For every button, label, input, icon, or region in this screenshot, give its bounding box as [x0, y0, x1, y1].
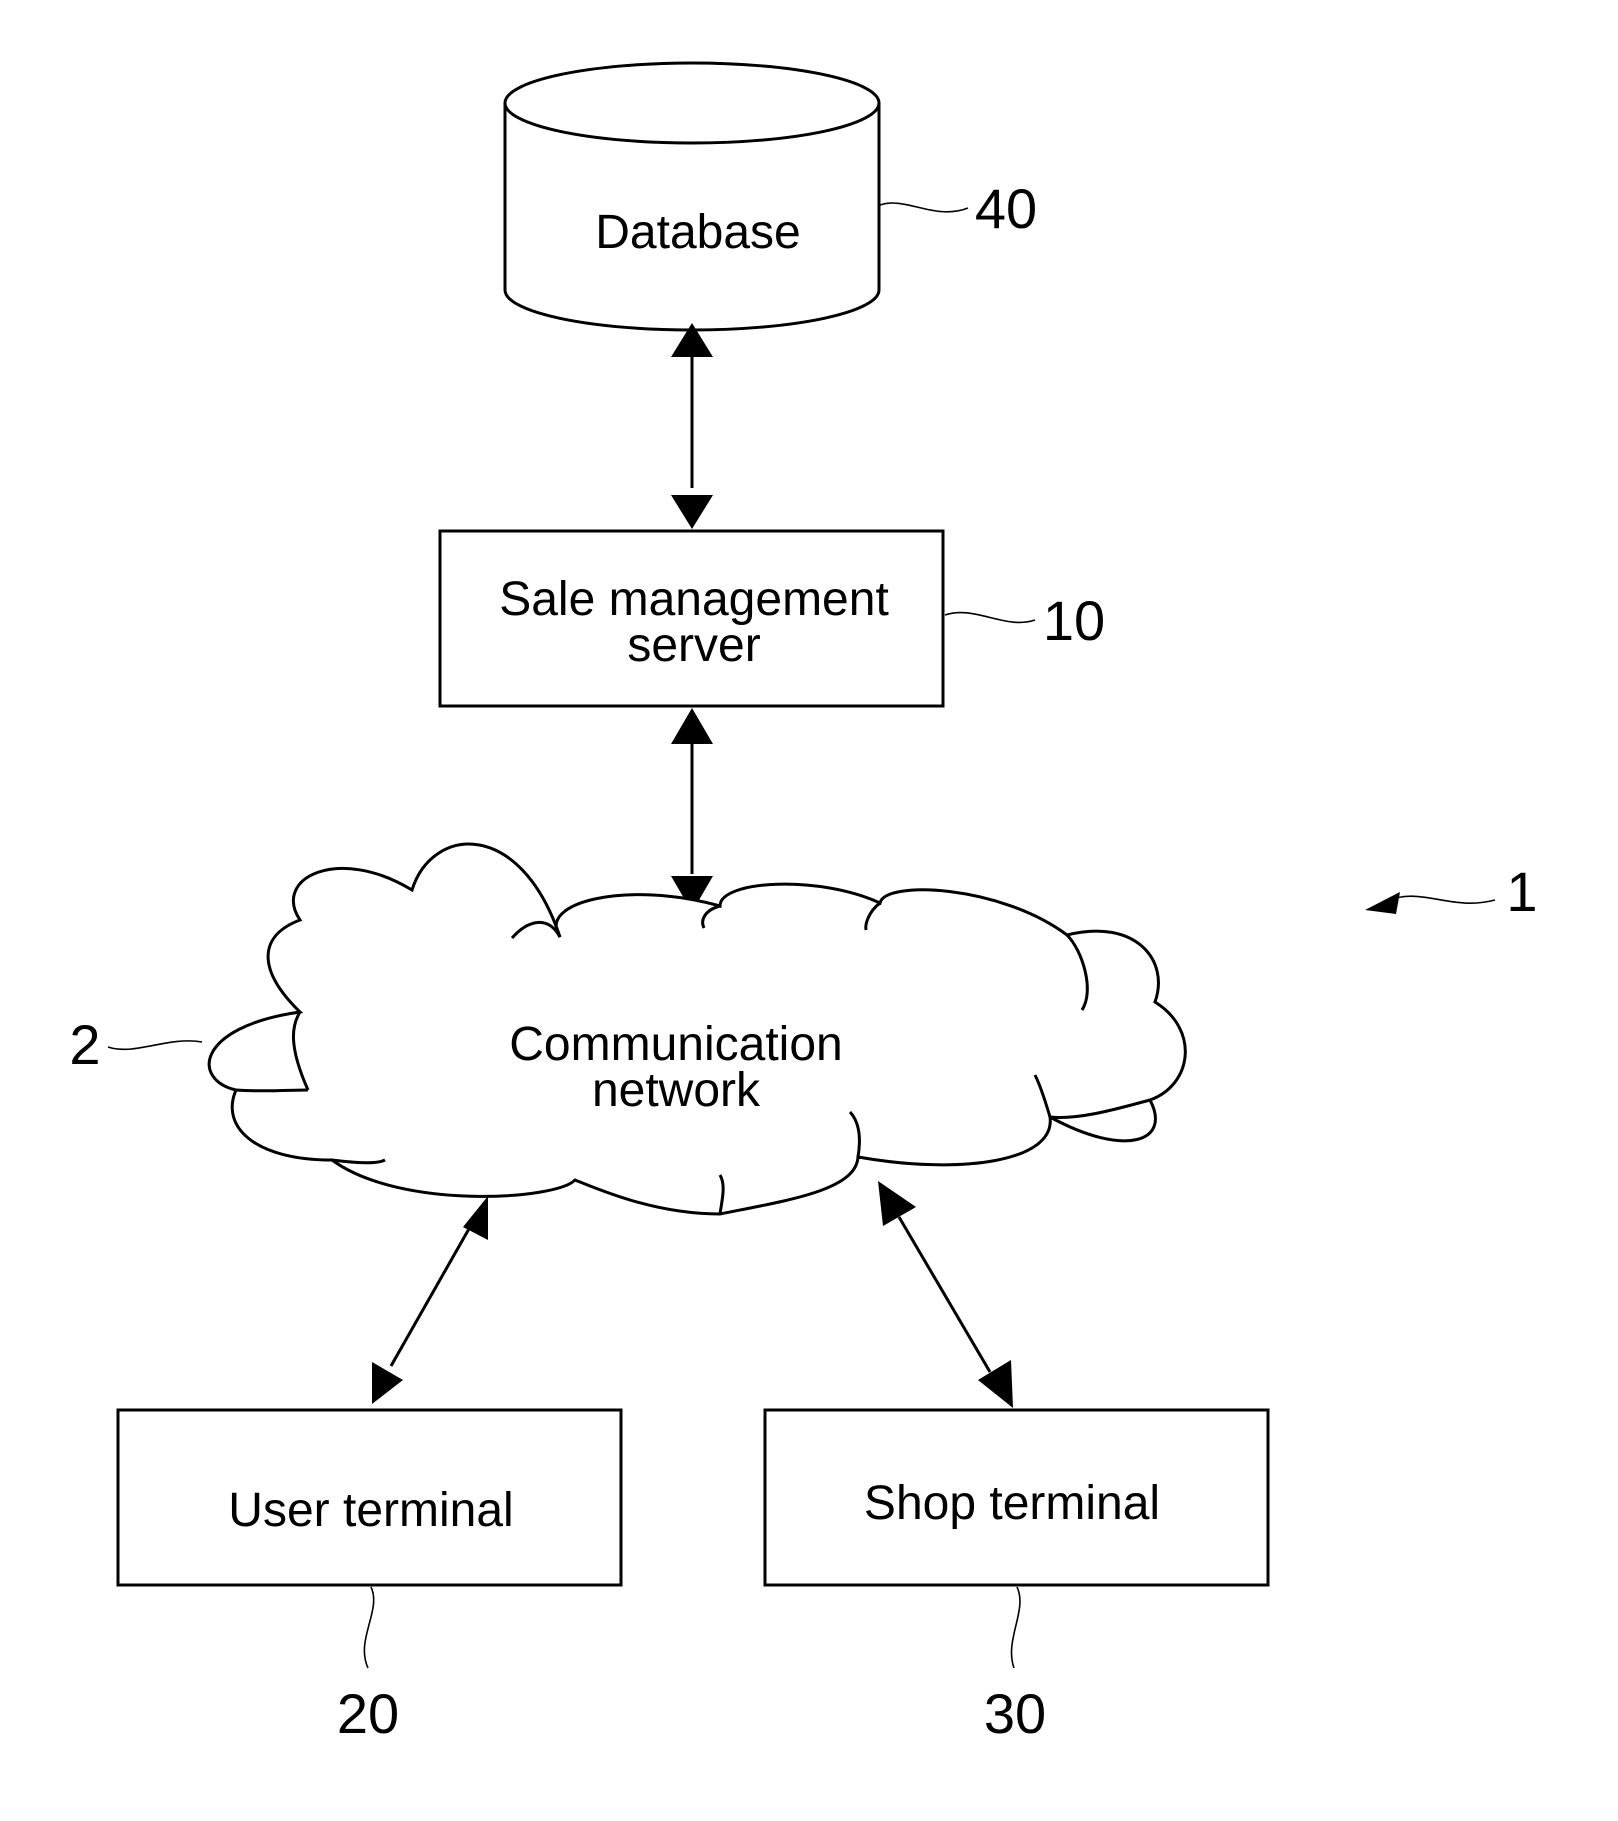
server-label-line2: server [627, 619, 760, 672]
user-terminal-node: User terminal [118, 1410, 621, 1585]
shop-terminal-leader-line [1012, 1587, 1020, 1668]
database-ref-number: 40 [975, 177, 1037, 240]
network-node: Communication network [209, 844, 1185, 1214]
server-ref-number: 10 [1043, 589, 1105, 652]
server-node: Sale management server [440, 531, 943, 706]
system-ref-number: 1 [1506, 860, 1537, 923]
shop-terminal-label: Shop terminal [864, 1477, 1160, 1530]
database-label: Database [595, 206, 800, 259]
database-node: Database [505, 63, 879, 330]
shop-terminal-ref-number: 30 [984, 1682, 1046, 1745]
network-leader-line [108, 1041, 202, 1050]
user-terminal-label: User terminal [228, 1484, 513, 1537]
server-network-arrow [671, 708, 713, 912]
server-leader-line [945, 613, 1035, 623]
system-ref-pointer [1365, 892, 1495, 914]
user-terminal-leader-line [364, 1587, 373, 1668]
network-ref-number: 2 [69, 1013, 100, 1076]
shop-terminal-node: Shop terminal [765, 1410, 1268, 1585]
network-user-arrow [372, 1196, 488, 1404]
database-server-arrow [671, 323, 713, 529]
network-label-line2: network [592, 1064, 761, 1117]
network-shop-arrow [878, 1181, 1013, 1408]
user-terminal-ref-number: 20 [337, 1682, 399, 1745]
database-leader-line [880, 203, 968, 212]
